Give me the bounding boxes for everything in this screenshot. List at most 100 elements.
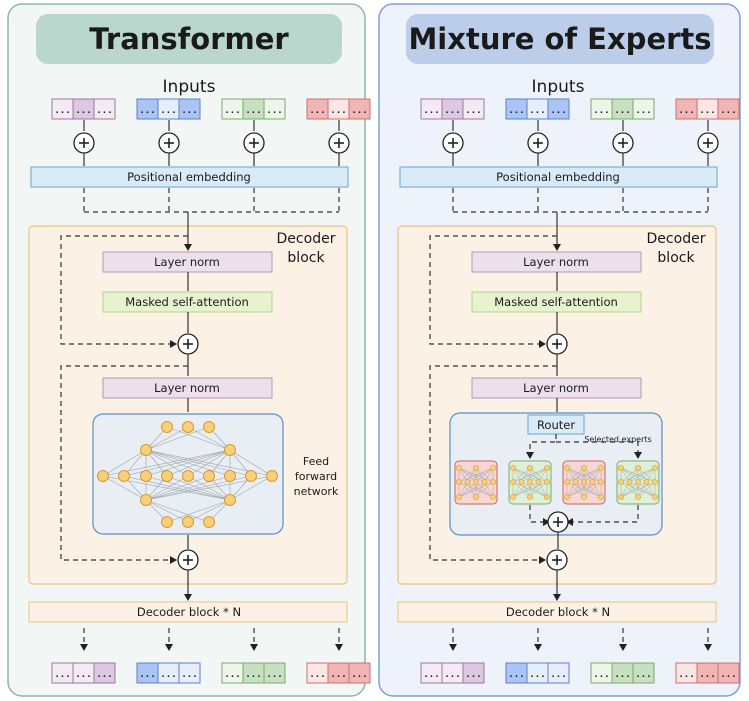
connector-line — [60, 235, 188, 348]
token-cell — [263, 98, 286, 120]
transformer-masked-attention-label: Masked self-attention — [125, 295, 249, 309]
token-cell — [93, 98, 116, 120]
token-cell-text: ... — [699, 670, 715, 680]
token-cell-text: ... — [550, 670, 566, 680]
token-cell-text: ... — [160, 106, 176, 116]
token-cell-text: ... — [351, 670, 367, 680]
transformer-decoder-label-2: block — [287, 250, 325, 266]
token-cell-text: ... — [245, 106, 261, 116]
transformer-title: Transformer — [89, 22, 289, 56]
neuron — [510, 479, 516, 485]
neuron — [652, 494, 658, 500]
neuron — [161, 516, 173, 528]
neuron — [635, 479, 641, 485]
neuron — [97, 470, 109, 482]
neuron — [161, 470, 173, 482]
token-cell-text: ... — [678, 106, 694, 116]
token-cell-text: ... — [720, 106, 736, 116]
token-cell-text: ... — [266, 670, 282, 680]
neuron — [618, 479, 624, 485]
token-cell-text: ... — [309, 106, 325, 116]
token-cell — [178, 98, 201, 120]
neuron — [140, 444, 152, 456]
neuron — [652, 465, 658, 471]
token-cell-text: ... — [75, 670, 91, 680]
neuron — [581, 479, 587, 485]
neuron — [535, 479, 542, 485]
neuron — [473, 465, 479, 471]
neuron — [527, 479, 533, 485]
transformer-inputs-label: Inputs — [163, 77, 216, 97]
moe-merge-lines — [452, 188, 709, 213]
token-cell-text: ... — [96, 106, 112, 116]
token-cell-text: ... — [423, 670, 439, 680]
transformer-ffn-label-1: Feed — [303, 455, 329, 468]
neuron — [589, 479, 596, 485]
moe-plus-row — [442, 132, 719, 154]
neuron — [564, 465, 570, 471]
neuron — [618, 494, 624, 500]
neuron — [544, 494, 550, 500]
connector-line — [529, 505, 550, 526]
moe-decoder-label-2: block — [657, 250, 695, 266]
token-cell-text: ... — [508, 670, 524, 680]
neuron — [473, 479, 479, 485]
moe-decoder-n-label: Decoder block * N — [506, 605, 610, 619]
neuron — [598, 465, 604, 471]
token-cell — [93, 662, 116, 684]
neuron — [643, 479, 650, 485]
transformer-output-tokens: .................................... — [51, 662, 371, 684]
transformer-positional-embedding-label: Positional embedding — [127, 170, 251, 184]
moe-layer-norm-1-label: Layer norm — [523, 255, 589, 269]
moe-decoder-label-1: Decoder — [647, 231, 706, 247]
neuron — [581, 465, 587, 471]
neuron — [203, 516, 215, 528]
transformer-layer-norm-1-label: Layer norm — [154, 255, 220, 269]
token-cell — [632, 662, 655, 684]
transformer-layer-norm-2-label: Layer norm — [154, 381, 220, 395]
token-cell — [263, 662, 286, 684]
token-cell-text: ... — [139, 106, 155, 116]
transformer-ffn-label-2: forward — [295, 470, 337, 483]
neuron — [635, 494, 641, 500]
token-cell-text: ... — [465, 106, 481, 116]
transformer-input-tokens: .................................... — [51, 98, 371, 120]
moe-decoder-n-box — [397, 601, 717, 623]
token-cell-text: ... — [529, 106, 545, 116]
token-cell-text: ... — [139, 670, 155, 680]
neuron — [266, 470, 278, 482]
transformer-decoder-n-label: Decoder block * N — [137, 605, 241, 619]
neuron — [490, 494, 496, 500]
token-cell-text: ... — [96, 670, 112, 680]
neuron — [527, 465, 533, 471]
neuron — [544, 465, 550, 471]
transformer-plus-row — [73, 132, 350, 154]
transformer-title-banner — [36, 14, 342, 64]
token-cell-text: ... — [699, 106, 715, 116]
token-cell-text: ... — [160, 670, 176, 680]
neuron — [140, 494, 152, 506]
token-cell — [547, 662, 570, 684]
token-cell-text: ... — [550, 106, 566, 116]
moe-experts — [454, 460, 660, 505]
token-cell-text: ... — [508, 106, 524, 116]
token-cell-text: ... — [635, 106, 651, 116]
token-cell-text: ... — [593, 106, 609, 116]
token-cell-text: ... — [423, 106, 439, 116]
token-cell-text: ... — [224, 670, 240, 680]
connector-line — [429, 365, 557, 564]
neuron — [224, 470, 236, 482]
neuron — [456, 494, 462, 500]
token-cell-text: ... — [635, 670, 651, 680]
moe-inputs-label: Inputs — [532, 77, 585, 97]
neuron — [510, 465, 516, 471]
token-cell — [717, 662, 740, 684]
moe-title: Mixture of Experts — [408, 22, 711, 56]
moe-title-banner — [406, 14, 714, 64]
token-cell-text: ... — [224, 106, 240, 116]
neuron — [456, 465, 462, 471]
transformer-positional-embedding-box — [30, 166, 349, 188]
neuron — [473, 494, 479, 500]
moe-masked-attention-label: Masked self-attention — [494, 295, 618, 309]
